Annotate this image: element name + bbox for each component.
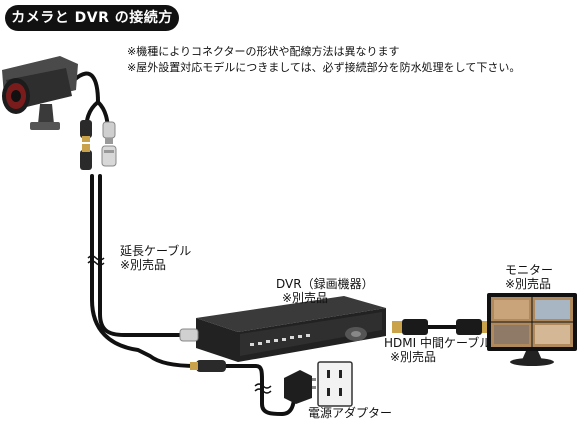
dvr-buttons — [250, 334, 310, 346]
note-connector-variation: ※機種によりコネクターの形状や配線方法は異なります — [127, 45, 400, 58]
dvr-front-panel — [240, 312, 382, 356]
dvr-button — [258, 342, 262, 345]
cable-break-marks — [87, 255, 272, 394]
bnc-connector-neck — [105, 138, 113, 144]
camera-pigtail-cable — [72, 71, 100, 104]
dc-connector-tip — [82, 136, 90, 142]
break-mark-upper-1 — [87, 255, 105, 261]
extension-cable-power — [90, 174, 198, 368]
outlet-slot — [327, 370, 330, 378]
hdmi-cable-label: HDMI 中間ケーブル — [384, 336, 492, 350]
hdmi-cable-sold-separately: ※別売品 — [390, 350, 437, 364]
extension-cable-label: 延長ケーブル — [120, 244, 192, 258]
monitor-split-grid — [491, 297, 573, 347]
camera-view-2 — [535, 300, 570, 319]
camera-mount-plate — [30, 122, 60, 130]
camera-view-4 — [535, 325, 570, 344]
camera-connectors — [80, 120, 117, 170]
extension-cable-sold-separately: ※別売品 — [120, 258, 167, 272]
dvr-button — [274, 339, 278, 342]
break-mark-lower-2 — [254, 388, 272, 394]
camera-illustration — [2, 56, 78, 130]
dvr-jog-center — [351, 331, 361, 337]
hdmi-plug-left — [402, 319, 428, 335]
monitor-illustration — [487, 293, 577, 366]
camera-view-3 — [494, 325, 529, 344]
adapter-prong — [312, 378, 316, 381]
hdmi-plug-metal-left — [392, 321, 402, 333]
wall-outlet — [317, 361, 353, 407]
dvr-sold-separately: ※別売品 — [282, 291, 329, 305]
camera-lens — [11, 90, 21, 102]
dc-plug-tip — [190, 362, 198, 370]
dvr-button — [298, 335, 302, 338]
monitor-base — [510, 358, 554, 366]
dvr-button — [266, 340, 270, 343]
outlet-slot — [339, 388, 342, 396]
dc-connector-extension-side — [80, 150, 92, 170]
dvr-illustration — [179, 296, 386, 372]
outlet-slot — [339, 370, 342, 378]
bnc-ring — [104, 150, 114, 153]
bnc-connector-extension-side — [101, 145, 117, 167]
adapter-cable — [224, 364, 296, 416]
dc-plug-metal — [82, 144, 90, 152]
hdmi-plug-right — [456, 319, 482, 335]
dc-connector-camera-side — [80, 120, 92, 138]
break-mark-lower-1 — [254, 383, 272, 389]
dvr-button — [282, 338, 286, 341]
dvr-bnc-input — [179, 328, 199, 342]
monitor-sold-separately: ※別売品 — [505, 277, 552, 291]
dvr-label: DVR（録画機器） — [276, 277, 374, 291]
power-adapter-label: 電源アダプター — [308, 406, 393, 420]
camera-bracket — [38, 104, 54, 124]
power-adapter-body — [284, 370, 312, 404]
dc-plug-adapter-side — [196, 360, 226, 372]
monitor-label: モニター — [505, 263, 554, 277]
bnc-connector-camera-side — [102, 121, 116, 139]
note-waterproofing: ※屋外設置対応モデルにつきましては、必ず接続部分を防水処理をして下さい。 — [127, 61, 521, 74]
page-title: カメラと DVR の接続方法 — [5, 5, 179, 52]
adapter-prong — [312, 386, 316, 389]
dvr-top — [196, 296, 386, 332]
cables — [72, 71, 498, 416]
camera-view-1 — [494, 300, 529, 319]
dvr-button — [250, 343, 254, 346]
dvr-button — [306, 334, 310, 337]
power-adapter-illustration — [284, 361, 353, 407]
outlet-slot — [327, 388, 330, 396]
monitor-neck — [522, 351, 542, 360]
extension-cable-video — [98, 174, 182, 337]
dvr-button — [290, 336, 294, 339]
break-mark-upper-2 — [87, 260, 105, 266]
